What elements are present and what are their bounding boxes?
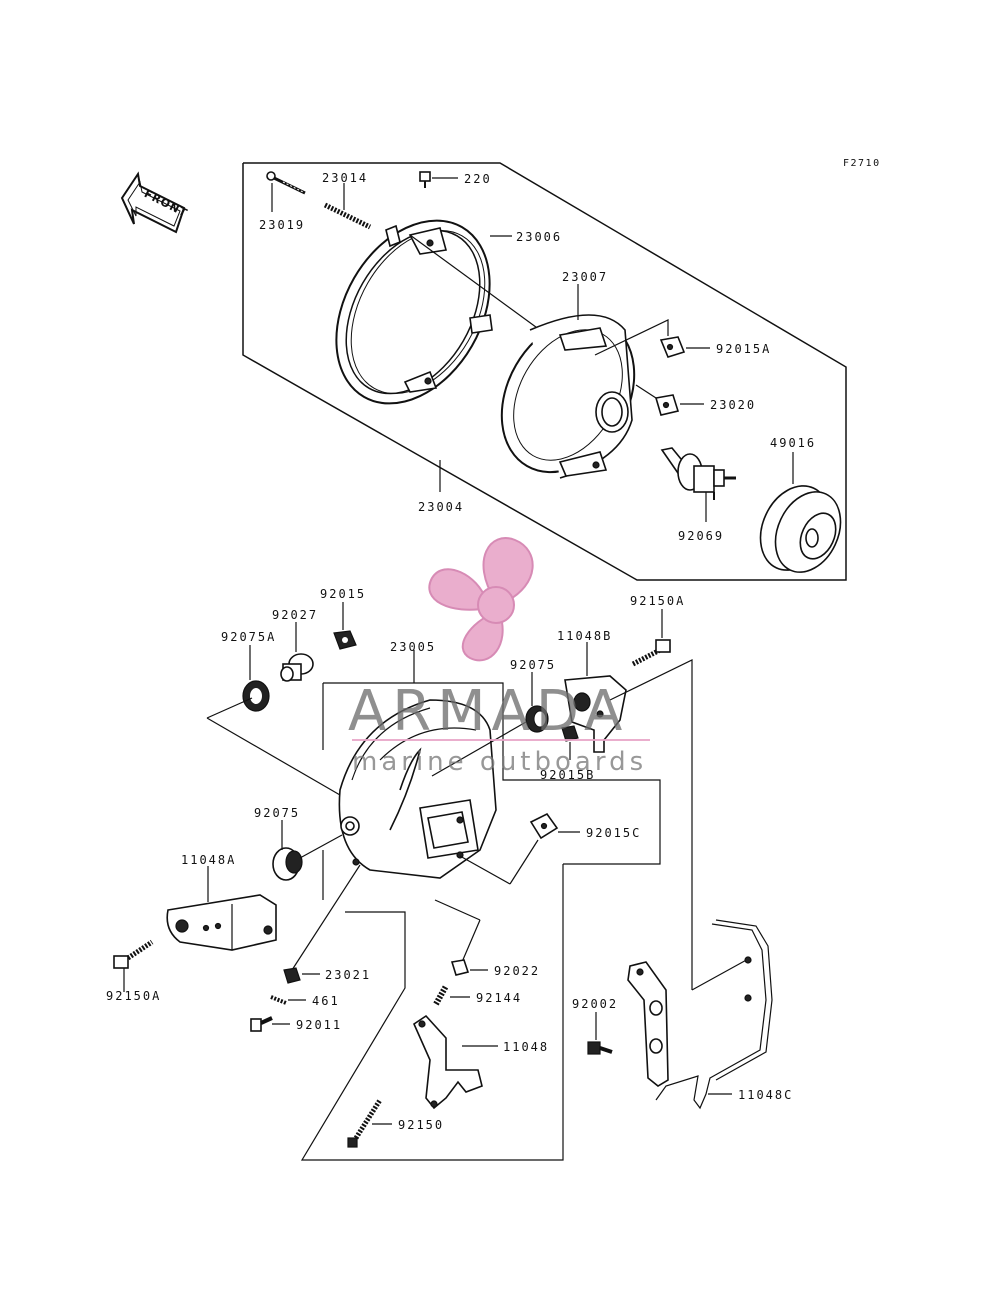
- grommet-92075-left-icon: [272, 847, 303, 881]
- headlight-unit-23007-icon: [500, 314, 636, 479]
- headlight-housing-23005-icon: [338, 699, 497, 879]
- propeller-logo-icon: [428, 537, 534, 662]
- label-92002: 92002: [572, 997, 618, 1011]
- label-92144: 92144: [476, 991, 522, 1005]
- label-92011: 92011: [296, 1018, 342, 1032]
- grommet-92075A-icon: [242, 680, 270, 712]
- label-11048A: 11048A: [181, 853, 236, 867]
- label-92027: 92027: [272, 608, 318, 622]
- label-220: 220: [464, 172, 492, 186]
- label-92075-right: 92075: [510, 658, 556, 672]
- label-11048B: 11048B: [557, 629, 612, 643]
- label-23006: 23006: [516, 230, 562, 244]
- headlight-rim-23006-icon: [335, 219, 493, 405]
- bracket-11048-icon: [412, 1014, 483, 1110]
- nut-92015-icon: [333, 630, 357, 650]
- label-92015C: 92015C: [586, 826, 641, 840]
- label-23007: 23007: [562, 270, 608, 284]
- nut-92022-icon: [450, 959, 470, 976]
- label-461: 461: [312, 994, 340, 1008]
- label-92015A: 92015A: [716, 342, 771, 356]
- bulb-92069-icon: [660, 447, 736, 500]
- label-92150A-left: 92150A: [106, 989, 161, 1003]
- label-92075A: 92075A: [221, 630, 276, 644]
- label-23021: 23021: [325, 968, 371, 982]
- headlight-assembly-frame: [242, 162, 847, 581]
- bracket-11048A-icon: [166, 894, 277, 951]
- label-92150: 92150: [398, 1118, 444, 1132]
- grommet-92075-right-icon: [525, 705, 549, 733]
- label-92069: 92069: [678, 529, 724, 543]
- spring-92144-icon: [433, 984, 449, 1006]
- screw-23019-icon: [266, 171, 306, 195]
- dust-cover-49016-icon: [759, 485, 842, 573]
- label-23014: 23014: [322, 171, 368, 185]
- watermark-tagline: marine outboards: [352, 747, 647, 777]
- nut-23020-icon: [654, 394, 680, 416]
- screw-220-icon: [419, 171, 431, 188]
- watermark-brand: ARMADA: [348, 679, 628, 744]
- label-92075-left: 92075: [254, 806, 300, 820]
- nut-92015C-icon: [529, 812, 559, 840]
- label-92022: 92022: [494, 964, 540, 978]
- spring-23014-icon: [323, 202, 372, 230]
- bolt-92150A-top-icon: [631, 639, 671, 667]
- bracket-11048B-icon: [564, 675, 627, 753]
- label-23005: 23005: [390, 640, 436, 654]
- bolt-92150-icon: [347, 1098, 383, 1148]
- nut-92015A-icon: [659, 336, 686, 358]
- label-23019: 23019: [259, 218, 305, 232]
- bolt-92150A-left-icon: [113, 939, 154, 969]
- label-49016: 49016: [770, 436, 816, 450]
- collar-92027-icon: [280, 653, 314, 682]
- armada-watermark-logo: ARMADA marine outboards: [348, 537, 650, 777]
- stay-bracket-11048C-icon: [627, 919, 773, 1110]
- label-92150A-top: 92150A: [630, 594, 685, 608]
- bolt-92002-icon: [587, 1041, 613, 1055]
- label-23004: 23004: [418, 500, 464, 514]
- label-23020: 23020: [710, 398, 756, 412]
- screw-92011-icon: [250, 1016, 273, 1032]
- front-direction-arrow: FRONT: [120, 171, 190, 234]
- label-92015B: 92015B: [540, 768, 595, 782]
- label-11048: 11048: [503, 1040, 549, 1054]
- nut-23021-icon: [283, 967, 301, 984]
- label-92015: 92015: [320, 587, 366, 601]
- nut-92015B-icon: [561, 725, 579, 742]
- label-11048C: 11048C: [738, 1088, 793, 1102]
- spring-461-icon: [270, 995, 287, 1005]
- figure-code: F2710: [843, 158, 881, 169]
